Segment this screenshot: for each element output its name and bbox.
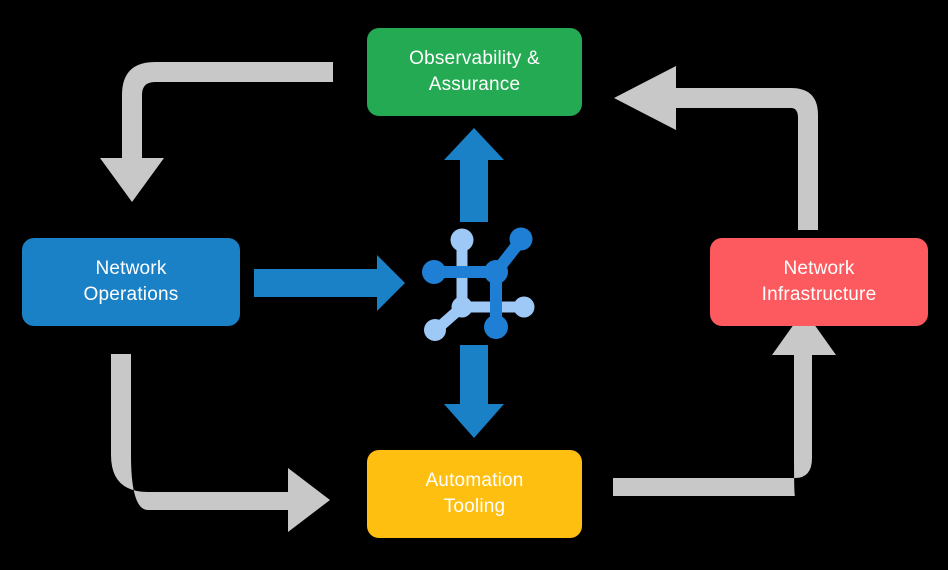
gray-arrow-infrastructure-to-observability <box>614 66 818 230</box>
network-topology-icon <box>422 227 535 341</box>
node-observability-assurance-label: Observability & Assurance <box>409 48 540 95</box>
gray-arrow-automation-to-infrastructure <box>613 310 836 496</box>
blue-arrow-center-to-automation <box>444 345 504 438</box>
gray-arrow-observability-to-operations <box>100 62 333 202</box>
node-network-infrastructure[interactable]: Network Infrastructure <box>710 238 928 326</box>
node-observability-assurance[interactable]: Observability & Assurance <box>367 28 582 116</box>
node-network-operations-label: Network Operations <box>83 258 179 305</box>
blue-arrow-center-to-observability <box>444 128 504 222</box>
node-automation-tooling-label: Automation Tooling <box>425 470 524 517</box>
gray-arrow-operations-to-automation <box>111 354 330 532</box>
blue-arrow-operations-to-center <box>254 255 405 311</box>
node-network-operations[interactable]: Network Operations <box>22 238 240 326</box>
node-network-infrastructure-label: Network Infrastructure <box>761 258 877 305</box>
node-automation-tooling[interactable]: Automation Tooling <box>367 450 582 538</box>
